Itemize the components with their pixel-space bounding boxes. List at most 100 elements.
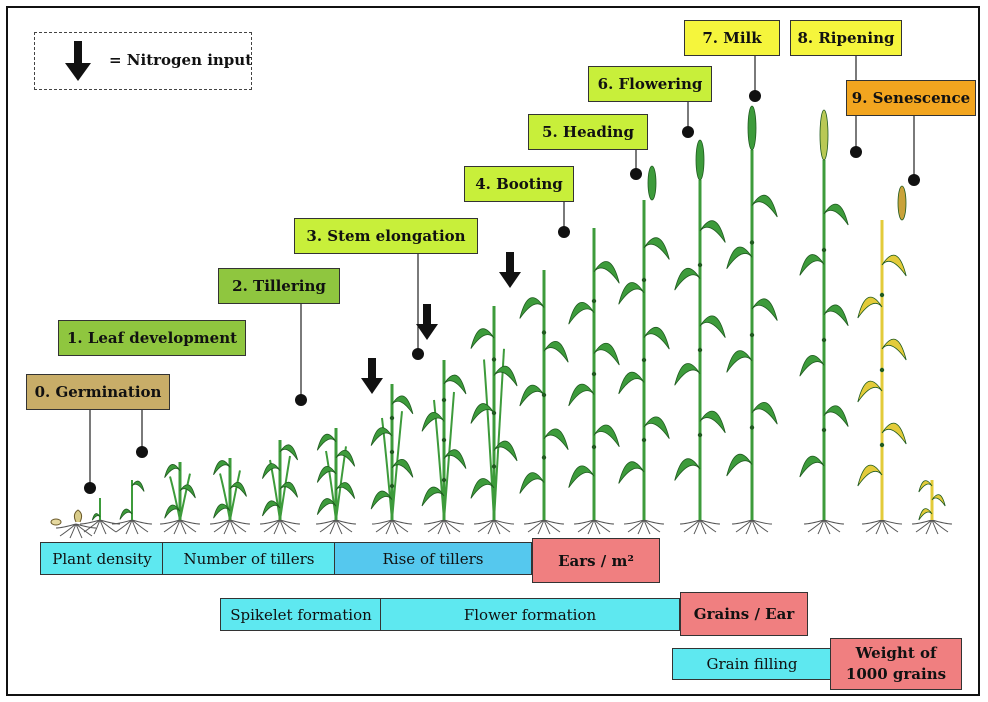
- leaf: [727, 351, 752, 373]
- stem-node: [390, 484, 394, 488]
- stem-node: [592, 445, 596, 449]
- leaf: [800, 255, 824, 276]
- stem-node: [750, 425, 754, 429]
- ear: [648, 166, 656, 200]
- leaf: [800, 456, 824, 477]
- leaf: [644, 417, 669, 439]
- roots: [316, 520, 356, 534]
- leaf: [594, 425, 619, 447]
- leaf: [494, 366, 517, 386]
- stem-node: [880, 443, 884, 447]
- stage-dot: [850, 146, 862, 158]
- stem-node: [698, 348, 702, 352]
- leaf: [92, 514, 100, 521]
- stem-node: [698, 263, 702, 267]
- ears-per-m2-bar: Ears / m²: [532, 538, 660, 583]
- leaf: [336, 450, 355, 466]
- stem-node: [642, 438, 646, 442]
- stage-4-booting: 4. Booting: [464, 166, 574, 202]
- stage-8-ripening: 8. Ripening: [790, 20, 902, 56]
- leaf: [165, 464, 180, 477]
- leaf: [214, 461, 231, 475]
- leaf: [919, 481, 932, 492]
- leaf: [520, 385, 544, 406]
- stem-node: [442, 398, 446, 402]
- legend-label: = Nitrogen input: [109, 51, 252, 69]
- stem-node: [592, 372, 596, 376]
- stem-node: [750, 333, 754, 337]
- leaf: [824, 406, 848, 427]
- leaf: [520, 473, 544, 494]
- nitrogen-arrow-icon: [361, 358, 383, 394]
- ear: [696, 140, 704, 180]
- leaf: [932, 495, 945, 506]
- stage-dot: [558, 226, 570, 238]
- leaf: [727, 454, 752, 476]
- spikelet-formation-bar: Spikelet formation: [220, 598, 382, 631]
- grains-per-ear-bar: Grains / Ear: [680, 592, 808, 636]
- stem-node: [822, 248, 826, 252]
- leaf: [882, 339, 906, 360]
- leaf: [594, 261, 619, 283]
- leaf: [619, 462, 644, 484]
- stage-7-milk: 7. Milk: [684, 20, 780, 56]
- roots: [732, 520, 772, 534]
- leaf: [180, 485, 195, 498]
- stem-node: [542, 455, 546, 459]
- leaf: [594, 343, 619, 365]
- leaf: [569, 466, 594, 488]
- stem-node: [390, 450, 394, 454]
- leaf: [619, 372, 644, 394]
- ear: [748, 106, 756, 150]
- leaf: [471, 329, 494, 349]
- roots: [424, 520, 464, 534]
- leaf: [824, 305, 848, 326]
- leaf: [882, 255, 906, 276]
- leaf: [644, 238, 669, 260]
- stem-node: [592, 299, 596, 303]
- roots: [112, 520, 152, 534]
- leaf: [882, 423, 906, 444]
- leaf: [422, 412, 444, 431]
- stem-node: [880, 368, 884, 372]
- stage-6-flowering: 6. Flowering: [588, 66, 712, 102]
- roots: [862, 520, 902, 534]
- weight-line-2: 1000 grains: [846, 664, 946, 685]
- leaf: [280, 482, 298, 497]
- stem-node: [642, 358, 646, 362]
- stage-5-heading: 5. Heading: [528, 114, 648, 150]
- stage-dot: [84, 482, 96, 494]
- leaf: [752, 195, 777, 217]
- leaf: [569, 302, 594, 324]
- nitrogen-arrow-icon: [499, 252, 521, 288]
- roots: [524, 520, 564, 534]
- rise-of-tillers-bar: Rise of tillers: [334, 542, 532, 575]
- leaf: [544, 429, 568, 450]
- stem-node: [390, 416, 394, 420]
- leaf: [371, 428, 392, 446]
- leaf: [544, 341, 568, 362]
- stem-node: [442, 478, 446, 482]
- stage-1-leaf-development: 1. Leaf development: [58, 320, 246, 356]
- roots: [474, 520, 514, 534]
- leaf: [675, 268, 700, 290]
- stem-node: [642, 278, 646, 282]
- leaf: [471, 404, 494, 424]
- stage-dot: [136, 446, 148, 458]
- leaf: [858, 297, 882, 318]
- roots: [160, 520, 200, 534]
- roots: [624, 520, 664, 534]
- grain-filling-bar: Grain filling: [672, 648, 832, 680]
- stage-dot: [295, 394, 307, 406]
- ear: [898, 186, 906, 220]
- leaf: [471, 478, 494, 498]
- flower-formation-bar: Flower formation: [380, 598, 680, 631]
- leaf: [824, 204, 848, 225]
- roots: [210, 520, 250, 534]
- down-arrow-icon: [63, 39, 93, 83]
- leaf: [520, 298, 544, 319]
- sprouting-seed: [74, 510, 81, 522]
- stem-node: [542, 393, 546, 397]
- stage-dot: [630, 168, 642, 180]
- seed: [51, 519, 61, 525]
